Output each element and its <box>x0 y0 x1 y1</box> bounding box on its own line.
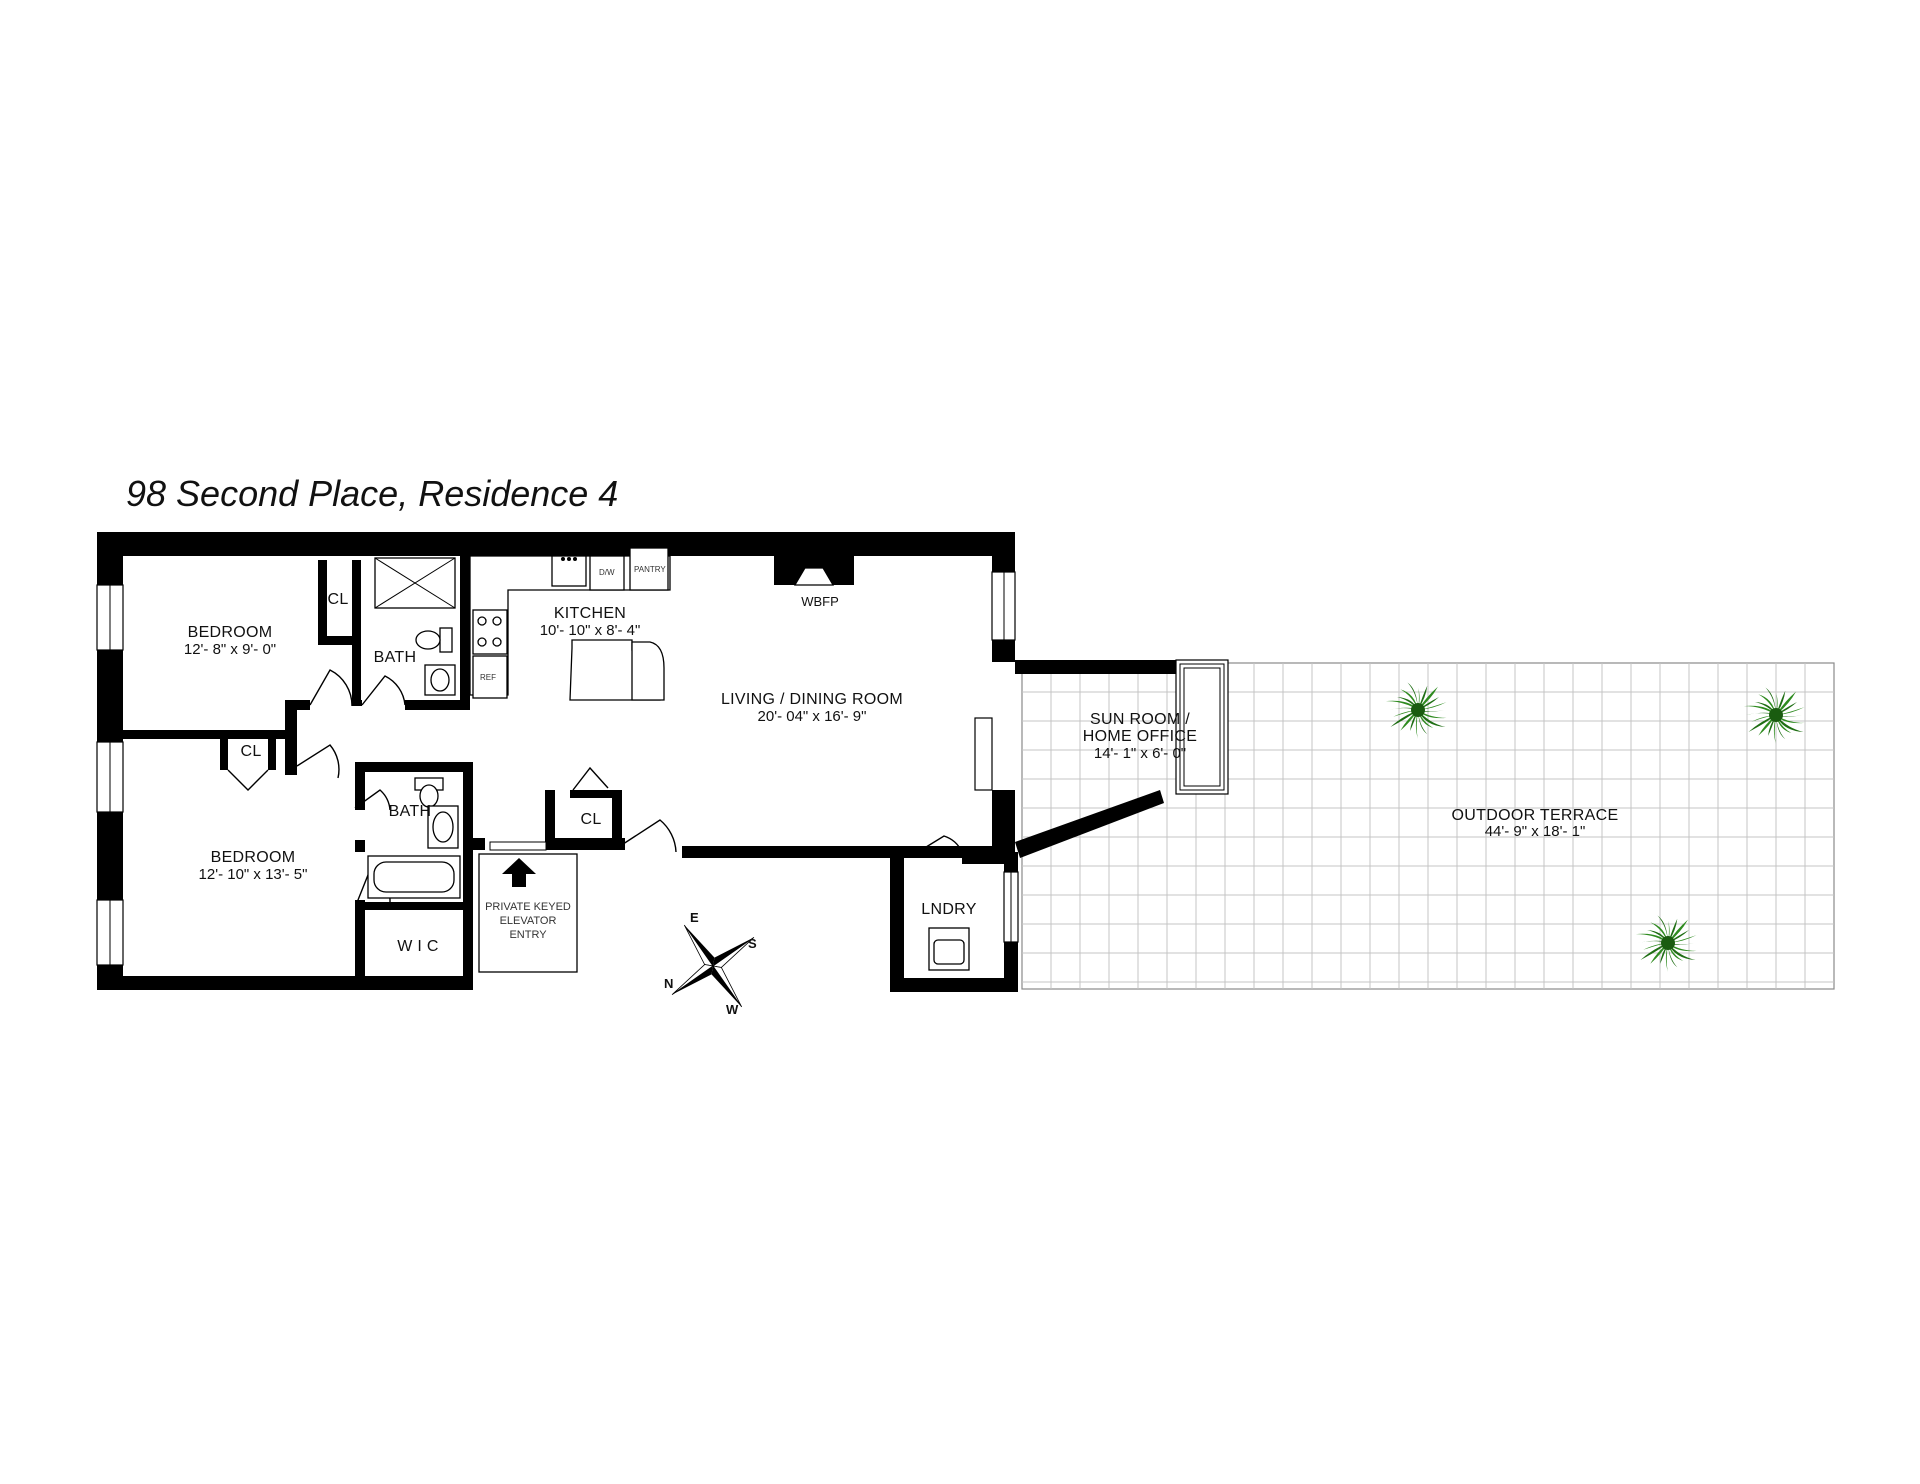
wic-label: W I C <box>397 938 439 955</box>
sink-icon <box>551 555 587 587</box>
bedroom-1-name: BEDROOM <box>188 624 273 641</box>
bathtub-icon <box>367 855 461 899</box>
stove-icon <box>472 609 508 655</box>
interior-walls <box>97 545 854 990</box>
living-dining-name: LIVING / DINING ROOM <box>721 691 903 708</box>
window <box>991 571 1016 641</box>
dishwasher: D/W <box>589 555 625 591</box>
terrace-tile-grid <box>1022 663 1834 989</box>
sun-room-name-line2: HOME OFFICE <box>1083 728 1197 745</box>
toilet-icon <box>414 777 444 808</box>
elevator <box>478 841 578 973</box>
elevator-label-line3: ENTRY <box>509 929 547 941</box>
shower-icon <box>374 557 456 609</box>
closet-1-label: CL <box>327 591 348 608</box>
bedroom-2-size: 12'- 10" x 13'- 5" <box>199 866 308 883</box>
closet-3-label: CL <box>580 811 601 828</box>
laundry-label: LNDRY <box>921 901 976 918</box>
window <box>974 717 993 791</box>
refrigerator: REF <box>472 655 508 699</box>
bath-1-label: BATH <box>374 649 417 666</box>
sun-room <box>1015 659 1229 858</box>
plant-icon <box>1743 687 1805 744</box>
window <box>96 899 124 966</box>
pantry-label: PANTRY <box>634 565 666 574</box>
bath-2-label: BATH <box>389 803 432 820</box>
compass-east: E <box>690 910 699 925</box>
arrow-up-icon <box>502 858 536 887</box>
washer-icon <box>928 927 970 971</box>
outdoor-terrace <box>1021 662 1835 990</box>
dishwasher-label: D/W <box>599 568 615 577</box>
plan-title: 98 Second Place, Residence 4 <box>126 473 618 514</box>
sink-icon <box>424 664 456 696</box>
closet-2-label: CL <box>240 743 261 760</box>
compass-north: N <box>664 976 673 991</box>
fireplace-label: WBFP <box>801 594 839 609</box>
compass-south: S <box>748 936 757 951</box>
terrace-name: OUTDOOR TERRACE <box>1452 807 1619 824</box>
compass-icon <box>671 924 755 1008</box>
plant-icon <box>1385 682 1447 739</box>
doors <box>227 669 963 906</box>
sun-room-size: 14'- 1" x 6'- 0" <box>1094 745 1186 762</box>
window <box>1003 871 1019 943</box>
living-dining-size: 20'- 04" x 16'- 9" <box>758 708 867 725</box>
compass-west: W <box>726 1002 739 1017</box>
kitchen-name: KITCHEN <box>554 605 626 622</box>
terrace-size: 44'- 9" x 18'- 1" <box>1485 823 1586 840</box>
kitchen-island <box>569 639 665 701</box>
window <box>96 741 124 813</box>
sun-room-name-line1: SUN ROOM / <box>1090 711 1190 728</box>
bedroom-1-size: 12'- 8" x 9'- 0" <box>184 641 276 658</box>
refrigerator-label: REF <box>480 673 496 682</box>
elevator-label-line2: ELEVATOR <box>500 915 557 927</box>
plant-icon <box>1635 915 1697 972</box>
kitchen-size: 10'- 10" x 8'- 4" <box>540 622 641 639</box>
window <box>96 584 124 651</box>
toilet-icon <box>415 627 453 653</box>
pantry: PANTRY <box>629 547 669 591</box>
bedroom-2-name: BEDROOM <box>211 849 296 866</box>
elevator-label-line1: PRIVATE KEYED <box>485 901 571 913</box>
sink-icon <box>427 805 459 849</box>
